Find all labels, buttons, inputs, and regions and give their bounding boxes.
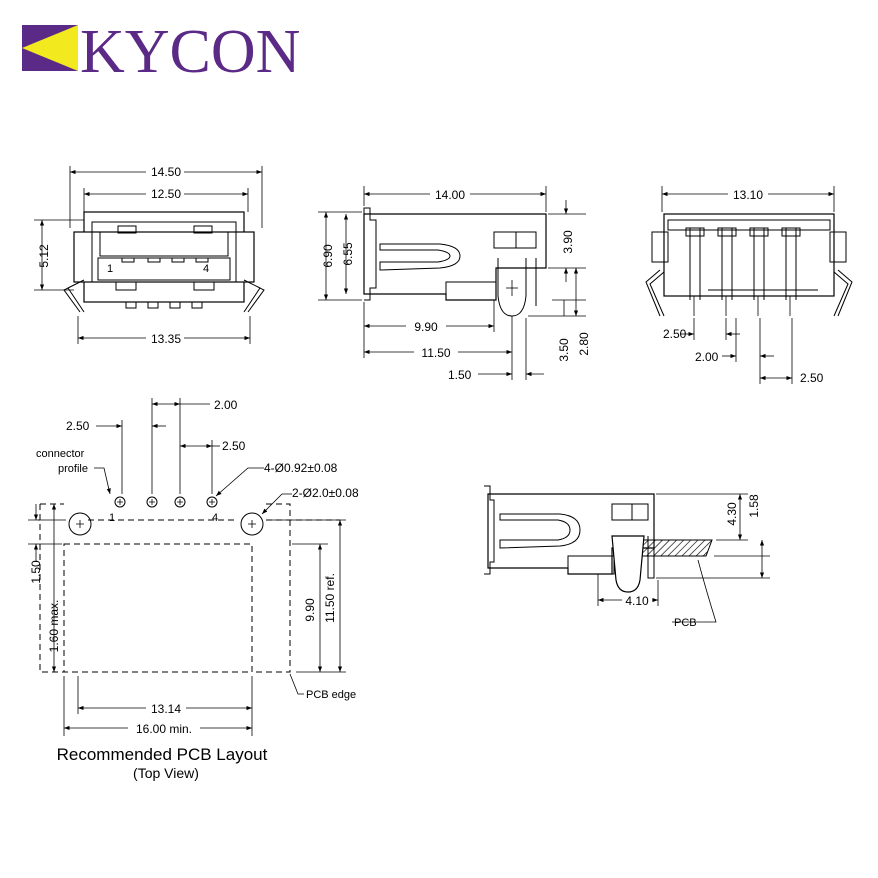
side-length-dim: 14.00 bbox=[435, 188, 465, 202]
pcb-mount-hole-right bbox=[240, 512, 264, 536]
side-latch-window bbox=[493, 231, 537, 249]
front-height-dim: 5.12 bbox=[37, 244, 51, 268]
rear-dim-250-right: 2.50 bbox=[800, 371, 824, 385]
front-tongue bbox=[99, 231, 229, 257]
pcb-edge-label: PCB edge bbox=[306, 689, 356, 701]
kycon-logo: KYCON bbox=[22, 18, 300, 86]
front-contact-area bbox=[97, 257, 231, 281]
front-view: 1 4 14.50 12.50 5.12 13.35 bbox=[34, 164, 265, 346]
side-housing-outline bbox=[363, 213, 547, 301]
front-opening-dim: 12.50 bbox=[151, 187, 181, 201]
pcb-layout-title: Recommended PCB Layout bbox=[57, 745, 268, 764]
mounted-pcb-label: PCB bbox=[674, 617, 697, 629]
pcb-signal-hole-2 bbox=[146, 496, 158, 508]
side-latch-height-dim: 3.90 bbox=[561, 230, 575, 254]
side-dim-280: 2.80 bbox=[577, 332, 591, 356]
logo-wordmark: KYCON bbox=[80, 18, 300, 86]
connector-profile-label-line2: profile bbox=[58, 463, 88, 475]
front-pin-1-label: 1 bbox=[107, 263, 113, 275]
pcb-signal-hole-1 bbox=[114, 496, 126, 508]
pcb-pin-1-label: 1 bbox=[109, 512, 115, 524]
front-leg-span-dim: 13.35 bbox=[151, 332, 181, 346]
pcb-dim-250-top: 2.50 bbox=[66, 419, 90, 433]
side-dim-990: 9.90 bbox=[414, 320, 438, 334]
pcb-connector-profile-left bbox=[39, 504, 64, 673]
mounted-side-view: 4.30 1.58 4.10 PCB bbox=[484, 485, 770, 629]
side-dim-150: 1.50 bbox=[448, 368, 472, 382]
mounted-dim-158: 1.58 bbox=[747, 494, 761, 518]
rear-dim-250-left: 2.50 bbox=[663, 327, 687, 341]
side-dim-1150: 11.50 bbox=[421, 346, 450, 360]
pcb-mount-hole-callout: 2-Ø2.0±0.08 bbox=[292, 486, 359, 500]
connector-profile-label-line1: connector bbox=[36, 448, 85, 460]
side-contact-spring bbox=[379, 243, 461, 271]
pcb-dim-990: 9.90 bbox=[303, 598, 317, 622]
mounted-contact-spring bbox=[499, 513, 581, 549]
logo-triangle-yellow bbox=[22, 25, 78, 71]
pcb-dim-160-max: 1.60 max. bbox=[47, 600, 61, 653]
pcb-dim-200: 2.00 bbox=[214, 398, 238, 412]
mounted-dim-430: 4.30 bbox=[725, 502, 739, 526]
side-dim-350: 3.50 bbox=[557, 338, 571, 362]
side-body-height-dim: 6.55 bbox=[341, 242, 355, 266]
mounted-dim-410: 4.10 bbox=[625, 594, 649, 608]
rear-width-dim: 13.10 bbox=[733, 188, 763, 202]
side-view: 14.00 6.90 6.55 3.90 9.90 11.50 1.50 3.5… bbox=[318, 186, 591, 382]
pcb-signal-hole-callout: 4-Ø0.92±0.08 bbox=[264, 461, 338, 475]
pcb-dim-1600-min: 16.00 min. bbox=[136, 722, 192, 736]
front-pin-4-label: 4 bbox=[203, 263, 209, 275]
pcb-dim-150: 1.50 bbox=[29, 560, 43, 584]
pcb-body-outline bbox=[63, 543, 253, 673]
mounted-leg bbox=[611, 535, 645, 593]
side-overall-height-dim: 6.90 bbox=[321, 244, 335, 268]
pcb-layout: 1 4 2.50 2.00 2.50 4-Ø0.92±0.08 2-Ø2.0±0… bbox=[28, 398, 359, 781]
front-width-dim: 14.50 bbox=[151, 165, 181, 179]
front-left-leg bbox=[63, 279, 85, 313]
front-right-leg bbox=[243, 279, 265, 313]
pcb-mount-hole-left bbox=[68, 512, 92, 536]
rear-view: 13.10 2.50 2.00 2.50 bbox=[645, 186, 853, 385]
pcb-connector-profile-right bbox=[252, 503, 291, 673]
pcb-dim-1314: 13.14 bbox=[151, 702, 181, 716]
rear-dim-200: 2.00 bbox=[695, 350, 719, 364]
front-flange bbox=[73, 231, 255, 283]
rear-terminals bbox=[685, 227, 818, 316]
pcb-signal-hole-3 bbox=[174, 496, 186, 508]
pcb-pin-4-label: 4 bbox=[212, 512, 218, 524]
pcb-dim-1150-ref: 11.50 ref. bbox=[323, 573, 337, 623]
pcb-signal-hole-4 bbox=[206, 496, 218, 508]
pcb-layout-subtitle: (Top View) bbox=[133, 765, 199, 781]
front-port-opening bbox=[91, 221, 237, 283]
pcb-dim-250-right: 2.50 bbox=[222, 439, 246, 453]
